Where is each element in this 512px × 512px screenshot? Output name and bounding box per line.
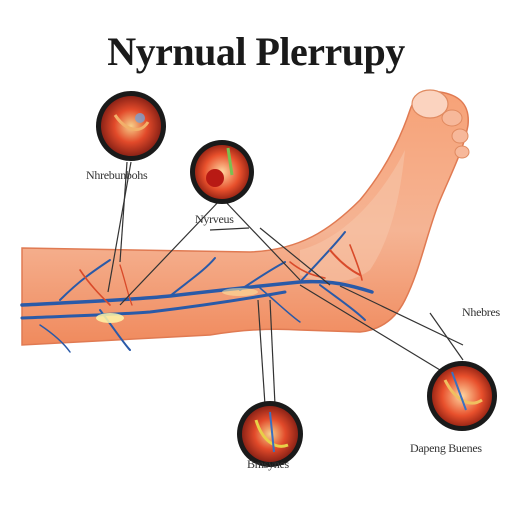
big-toe bbox=[411, 89, 449, 119]
red-nerves bbox=[79, 244, 363, 306]
callout-label-4: Dapeng Buenes bbox=[410, 441, 482, 455]
callout-label-3: Nhebres bbox=[462, 305, 500, 319]
diagram-title: Nyrnual Plerrupy bbox=[107, 29, 405, 74]
callout-label-1: Nhrebunbohs bbox=[86, 168, 148, 182]
callout-lines bbox=[107, 161, 464, 406]
callout-circle-2 bbox=[190, 140, 254, 204]
callout-circle-1 bbox=[96, 91, 166, 161]
leg-shape bbox=[21, 90, 469, 346]
blue-vessels bbox=[20, 231, 374, 353]
callout-label-5: Bmsynes bbox=[247, 457, 289, 471]
callout-circle-4 bbox=[427, 361, 497, 431]
callout-circle-3 bbox=[237, 401, 303, 467]
callout-label-2: Nyrveus bbox=[195, 212, 234, 226]
